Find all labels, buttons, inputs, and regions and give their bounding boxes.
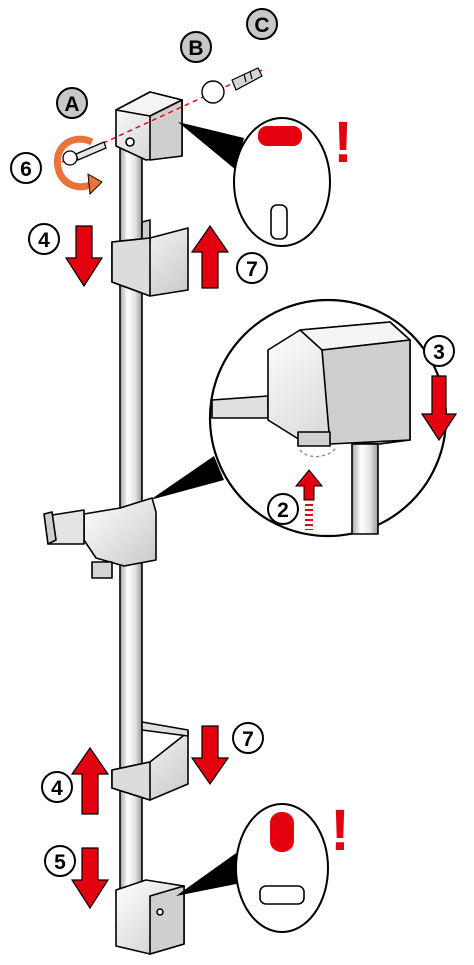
red-marker-horizontal — [258, 126, 302, 146]
arrow-up-step-4 — [70, 746, 110, 815]
arrow-down-step-3 — [420, 375, 458, 442]
arrow-down-step-7 — [190, 725, 230, 786]
part-letter-b: B — [188, 37, 203, 60]
handset-holder — [43, 497, 157, 579]
step-number-7-top: 7 — [246, 258, 258, 281]
warning-mark-top: ! — [333, 110, 352, 175]
screw-part — [62, 141, 107, 166]
step-number-5: 5 — [54, 851, 66, 874]
step-badge-4-bottom: 4 — [41, 771, 73, 803]
arrow-down-step-5 — [70, 847, 110, 910]
arrow-up-step-2 — [294, 469, 324, 530]
step-number-2: 2 — [277, 499, 289, 522]
rotate-arrow-icon — [53, 135, 103, 196]
part-letter-a: A — [64, 93, 79, 116]
bottom-detail-callout — [176, 803, 329, 933]
top-detail-callout — [178, 117, 331, 247]
svg-text:!: ! — [330, 798, 349, 863]
step-badge-5: 5 — [44, 845, 76, 877]
lower-slider — [111, 721, 189, 801]
zoom-callout — [150, 298, 448, 538]
svg-text:!: ! — [333, 110, 352, 175]
step-badge-7-bottom: 7 — [232, 722, 264, 754]
arrow-down-step-4 — [64, 225, 104, 288]
slot-horizontal — [259, 885, 305, 905]
step-number-7-bottom: 7 — [242, 728, 254, 751]
cap-part — [201, 80, 225, 104]
warning-mark-bottom: ! — [330, 798, 349, 863]
step-number-4-top: 4 — [38, 229, 50, 252]
top-bracket — [115, 91, 183, 161]
slot-vertical — [270, 204, 288, 240]
step-badge-4-top: 4 — [28, 223, 60, 255]
arrow-up-step-7 — [190, 224, 230, 289]
part-letter-c: C — [254, 14, 269, 37]
wall-plug-part — [231, 67, 263, 91]
part-badge-c: C — [246, 8, 278, 40]
step-badge-3: 3 — [423, 335, 455, 367]
step-number-4-bottom: 4 — [51, 777, 63, 800]
bottom-bracket — [115, 879, 185, 955]
step-number-3: 3 — [433, 341, 445, 364]
upper-slider — [111, 219, 189, 297]
step-badge-2: 2 — [267, 493, 299, 525]
step-badge-7-top: 7 — [236, 252, 268, 284]
step-number-6: 6 — [20, 158, 32, 181]
part-badge-a: A — [56, 87, 88, 119]
part-badge-b: B — [180, 31, 212, 63]
red-marker-vertical — [270, 812, 294, 852]
step-badge-6: 6 — [10, 152, 42, 184]
